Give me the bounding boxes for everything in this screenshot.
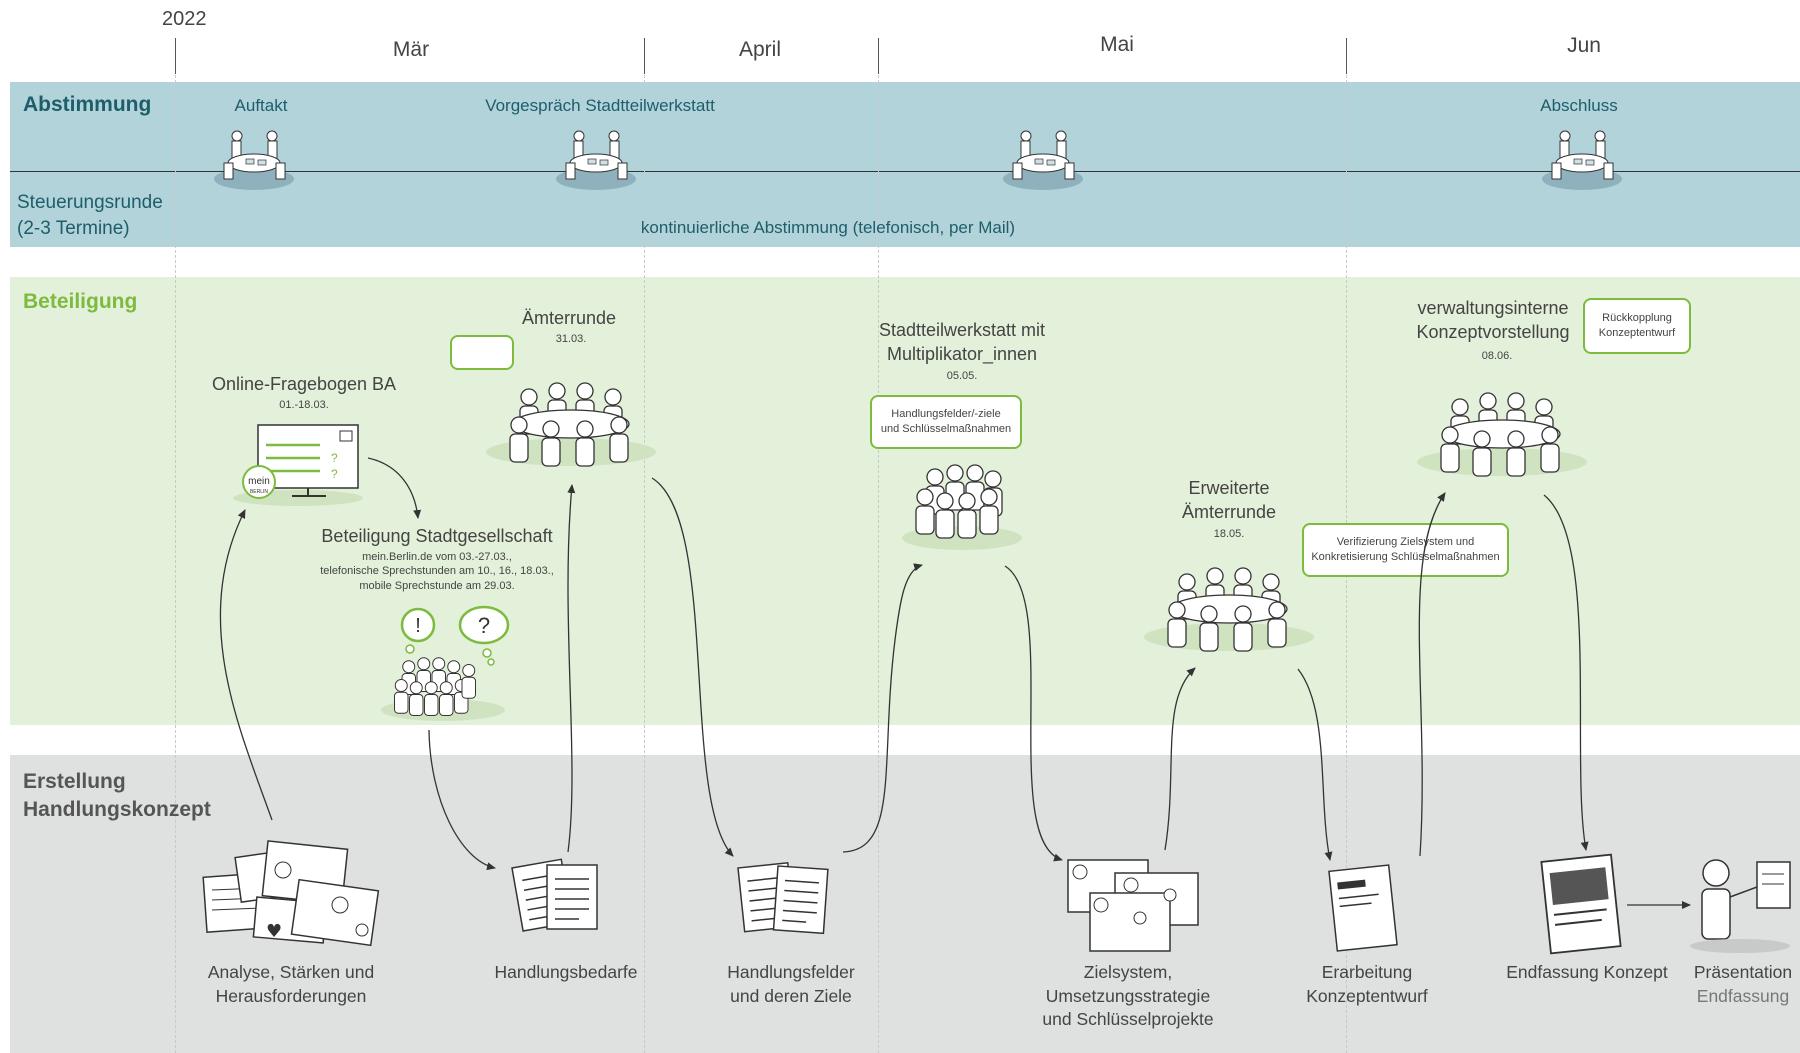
meeting-table-icon (1541, 130, 1623, 191)
handlungsbedarfe-documents-icon (511, 858, 598, 932)
verwaltung-title-1: verwaltungsinterne (1417, 298, 1569, 318)
stadtgesellschaft-line2: telefonische Sprechstunden am 10., 16., … (320, 565, 554, 577)
deliverable-line: Zielsystem, (1083, 962, 1173, 982)
stadtgesellschaft-title: Beteiligung Stadtgesellschaft (321, 526, 553, 546)
month-separator (878, 70, 879, 1053)
deliverable-praesentation: Präsentation Endfassung (1694, 961, 1792, 1008)
erweiterte-date: 18.05. (1213, 528, 1245, 540)
endfassung-document-icon (1540, 853, 1622, 955)
meeting-table-icon (213, 130, 295, 191)
erstellung-title-line1: Erstellung (23, 770, 126, 793)
mein-berlin-logo: BERLIN (250, 489, 268, 495)
deliverable-line: Präsentation (1693, 962, 1793, 982)
steuerungsrunde-label: Steuerungsrunde (2-3 Termine) (17, 190, 163, 242)
timeline-year: 2022 (162, 8, 207, 30)
stadtgesellschaft-crowd-icon: ! ? (381, 605, 510, 721)
svg-text:?: ? (331, 467, 338, 481)
steuerungsrunde-line2: (2-3 Termine) (17, 218, 130, 239)
deliverable-konzeptentwurf: Erarbeitung Konzeptentwurf (1306, 961, 1428, 1008)
werkstatt-title-1: Stadtteilwerkstatt mit (878, 320, 1046, 340)
aemterrunde-title: Ämterrunde (521, 308, 617, 328)
mein-berlin-logo: mein (248, 476, 270, 487)
svg-text:?: ? (331, 451, 338, 465)
svg-text:?: ? (478, 613, 490, 638)
computer-icon: ? ? (233, 424, 363, 506)
meeting-table-icon (555, 130, 637, 191)
svg-text:♥: ♥ (266, 921, 282, 942)
bubble-line: Verifizierung Zielsystem und (1336, 536, 1475, 549)
erstellung-title-line2: Handlungskonzept (23, 798, 211, 821)
deliverable-line: Handlungsbedarfe (494, 962, 638, 982)
werkstatt-date: 05.05. (946, 370, 978, 382)
bubble-line: Konkretisierung Schlüsselmaßnahmen (1311, 551, 1500, 563)
verwaltung-date: 08.06. (1481, 350, 1513, 362)
bubble-handlungsfelder: Handlungsfelder/-ziele und Schlüsselmaßna… (870, 395, 1022, 449)
erweiterte-title-1: Erweiterte (1188, 478, 1270, 498)
deliverable-line: Endfassung Konzept (1506, 962, 1668, 982)
bubble-line: Handlungsfelder/-ziele (891, 408, 1001, 421)
erweiterte-group-icon (1144, 568, 1314, 651)
abstimmung-band (10, 82, 1800, 247)
month-label: Jun (1567, 34, 1601, 57)
aemterrunde-date: 31.03. (555, 333, 587, 345)
deliverable-endfassung: Endfassung Konzept (1506, 961, 1668, 985)
bubble-empty (450, 335, 514, 370)
beteiligung-title: Beteiligung (23, 290, 138, 313)
deliverable-line: Konzeptentwurf (1306, 985, 1428, 1006)
abstimmung-title: Abstimmung (23, 93, 152, 116)
deliverable-line: Analyse, Stärken und (207, 962, 375, 982)
bubble-line: Rückkopplung (1602, 312, 1672, 325)
zielsystem-maps-icon (1067, 859, 1199, 952)
bubble-line: Konzeptentwurf (1598, 327, 1676, 339)
deliverable-line: Endfassung (1696, 985, 1790, 1006)
steuerungsrunde-line1: Steuerungsrunde (17, 192, 163, 213)
timeline-tick (1346, 38, 1347, 74)
online-fragebogen-date: 01.-18.03. (279, 399, 329, 411)
month-separator (644, 70, 645, 1053)
handlungsfelder-checklist-icon (737, 862, 829, 935)
stadtgesellschaft-line1: mein.Berlin.de vom 03.-27.03., (362, 551, 512, 563)
meeting-label-auftakt: Auftakt (234, 96, 288, 115)
deliverable-zielsystem: Zielsystem, Umsetzungsstrategie und Schl… (1042, 961, 1213, 1032)
praesentation-presenter-icon (1690, 859, 1791, 953)
timeline-tick (878, 38, 879, 74)
konzeptentwurf-document-icon (1328, 864, 1398, 952)
online-fragebogen-title: Online-Fragebogen BA (211, 374, 397, 394)
continuous-label: kontinuierliche Abstimmung (telefonisch,… (640, 218, 1016, 237)
deliverable-line: Erarbeitung (1321, 962, 1413, 982)
meeting-table-icon (1002, 130, 1084, 191)
month-label: Mär (392, 38, 430, 61)
bubble-line: und Schlüsselmaßnahmen (880, 423, 1012, 435)
month-separator (175, 70, 176, 1053)
timeline-tick (175, 38, 176, 74)
timeline-tick (644, 38, 645, 74)
month-label: April (738, 38, 782, 61)
deliverable-line: und deren Ziele (730, 985, 852, 1006)
verwaltung-title-2: Konzeptvorstellung (1416, 322, 1570, 342)
stadtgesellschaft-line3: mobile Sprechstunde am 29.03. (359, 580, 515, 592)
analyse-documents-icon: ♥ (202, 840, 380, 947)
flow-arrows (219, 457, 1589, 871)
deliverable-handlungsbedarfe: Handlungsbedarfe (494, 961, 637, 985)
werkstatt-title-2: Multiplikator_innen (886, 344, 1038, 364)
steuerungsrunde-line (10, 171, 1800, 172)
konzeptvorstellung-group-icon (1417, 393, 1587, 476)
werkstatt-crowd-icon (902, 464, 1022, 550)
aemterrunde-group-icon (486, 383, 656, 466)
meeting-label-vorgespraech: Vorgespräch Stadtteilwerkstatt (485, 96, 715, 115)
deliverable-handlungsfelder: Handlungsfelder und deren Ziele (727, 961, 854, 1008)
deliverable-line: und Schlüsselprojekte (1042, 1009, 1214, 1030)
meeting-label-abschluss: Abschluss (1540, 96, 1618, 115)
deliverable-analyse: Analyse, Stärken und Herausforderungen (208, 961, 374, 1008)
month-label: Mai (1100, 33, 1134, 56)
deliverable-line: Umsetzungsstrategie (1045, 985, 1211, 1006)
erstellung-title: Erstellung Handlungskonzept (23, 768, 211, 824)
svg-text:!: ! (415, 615, 421, 637)
erweiterte-title-2: Ämterrunde (1181, 502, 1277, 522)
deliverable-line: Herausforderungen (215, 985, 367, 1006)
deliverable-line: Handlungsfelder (727, 962, 855, 982)
